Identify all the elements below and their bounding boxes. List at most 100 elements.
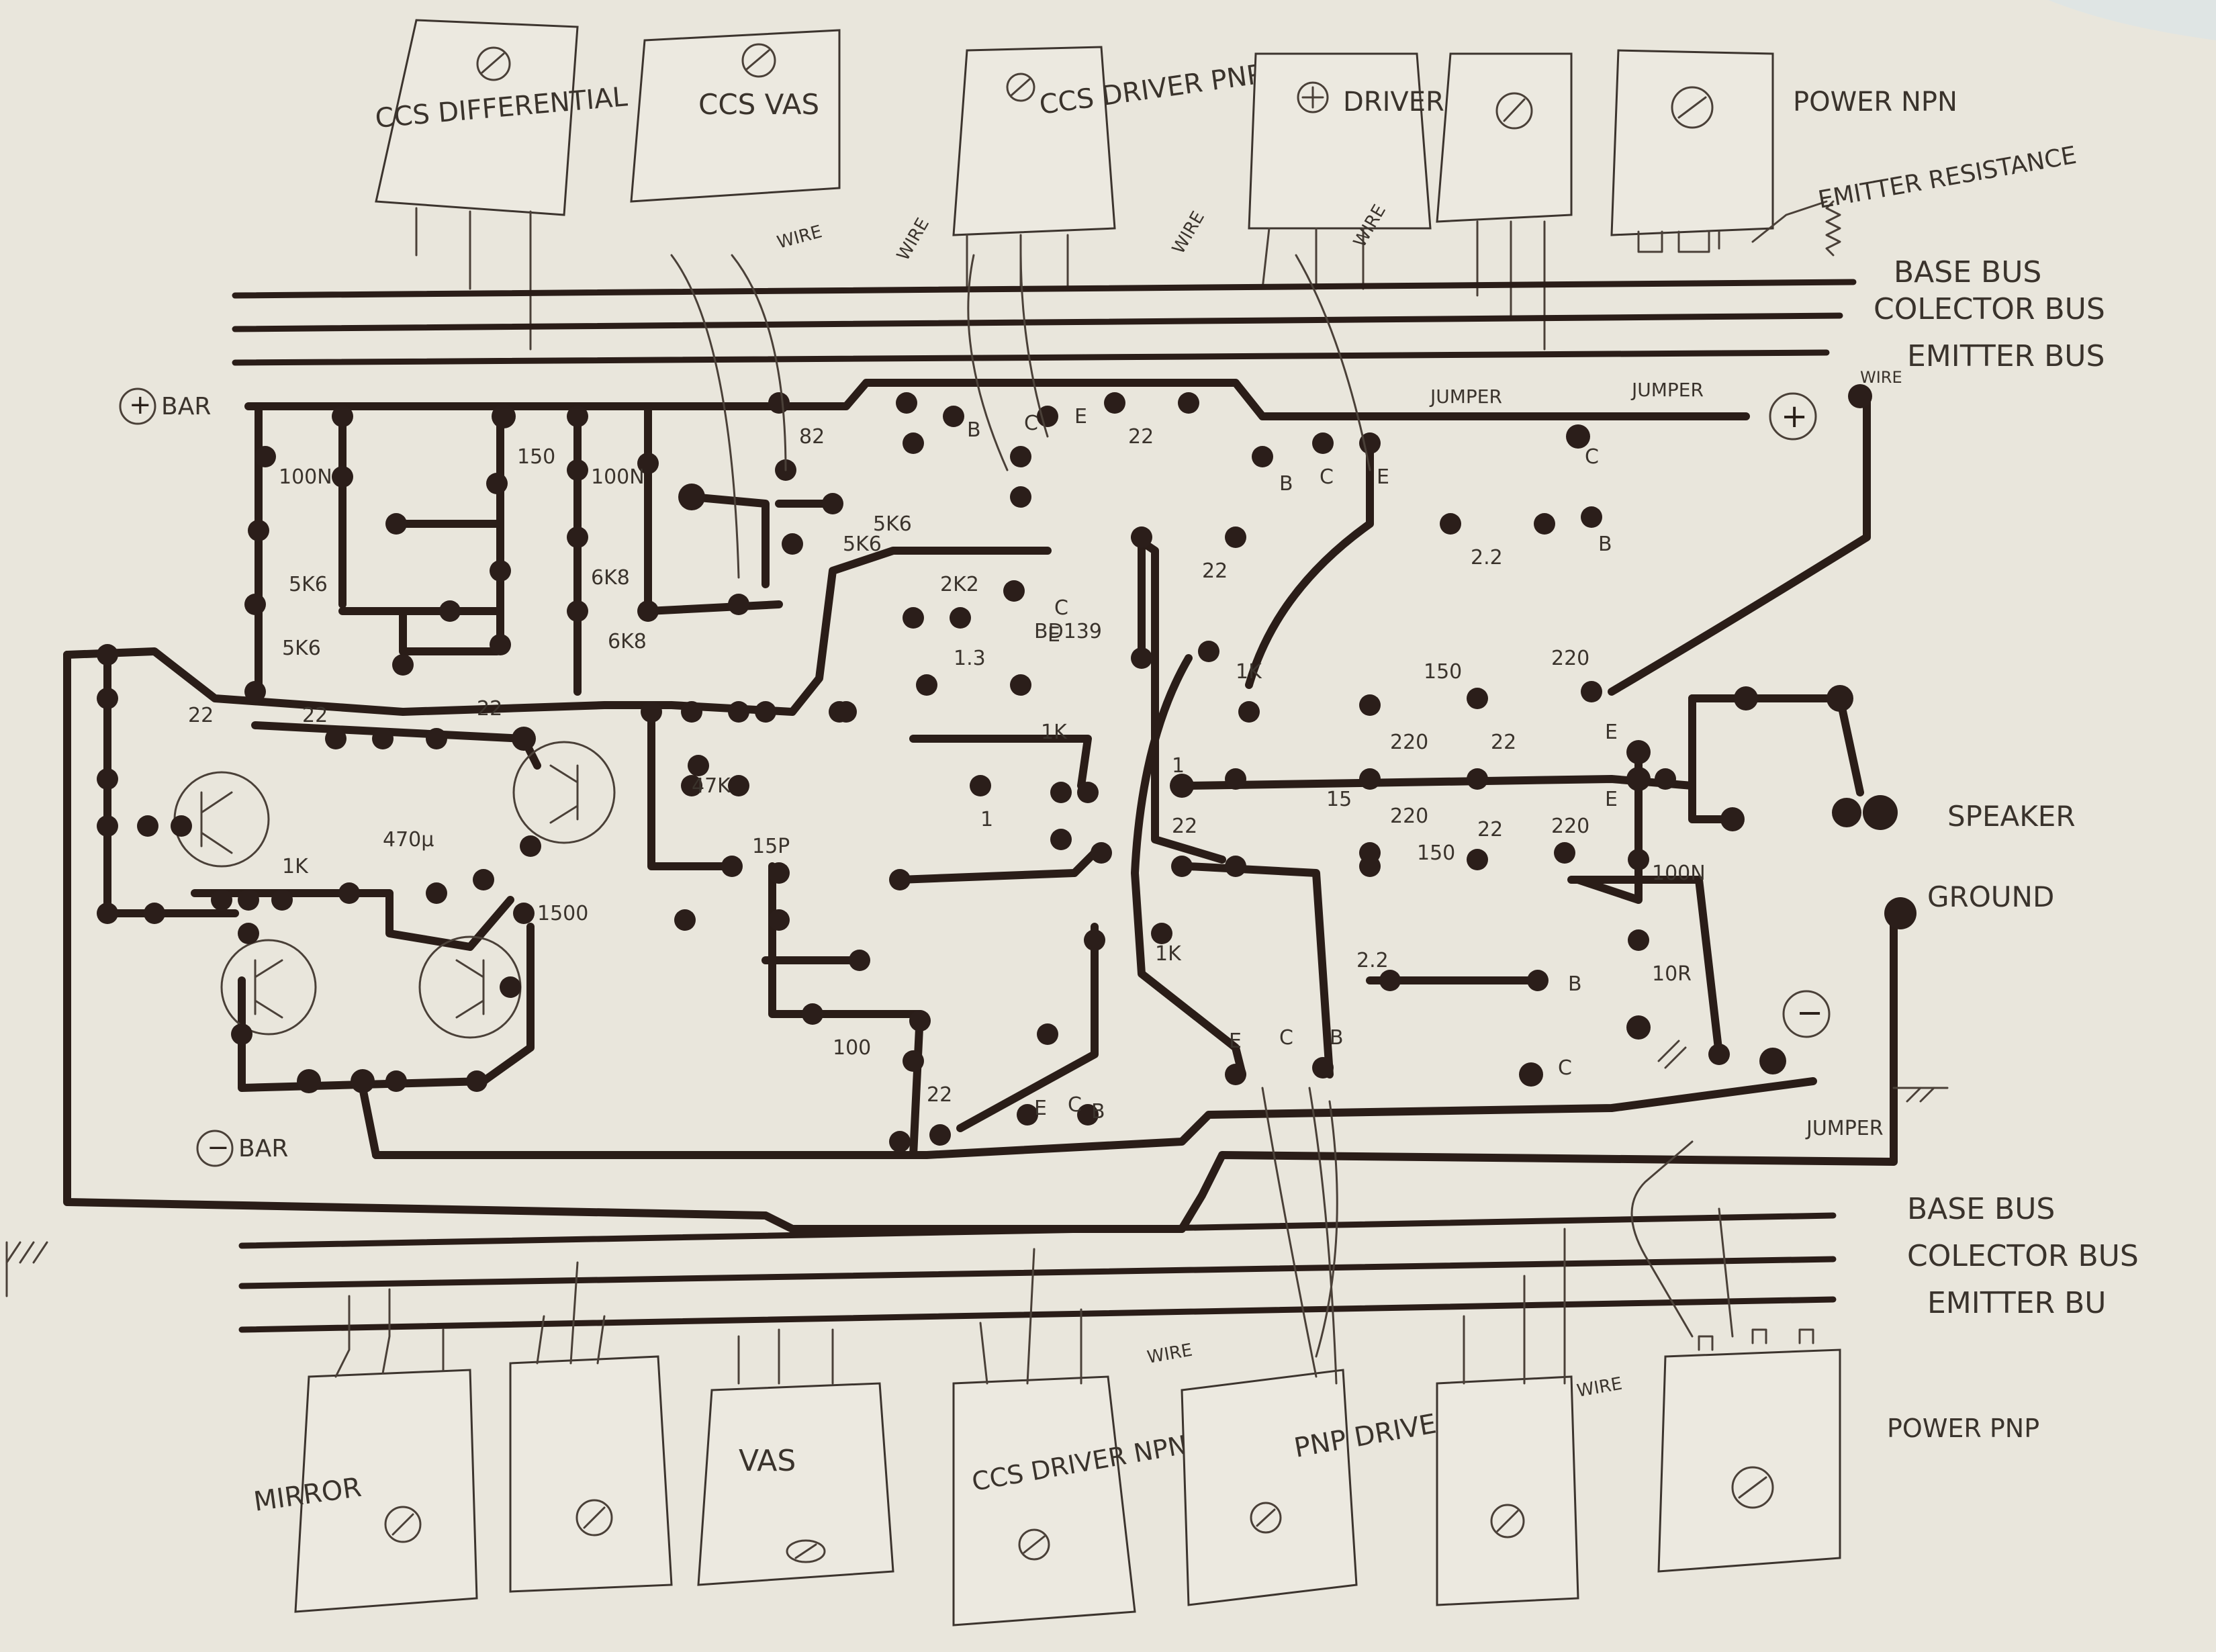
pin-c-4: C <box>1558 1056 1572 1080</box>
speaker-trace <box>1608 392 1871 696</box>
vas-trace <box>909 735 1092 790</box>
label-r-22-f: 22 <box>1491 731 1516 754</box>
pin-e-1: E <box>1074 405 1087 428</box>
bottom-devices: MIRROR VAS CCS DRIVER NPN PNP <box>252 1140 2039 1626</box>
plus-bar-sign: + <box>129 389 152 420</box>
jumper-label-bottom: JUMPER <box>1805 1117 1884 1140</box>
paper-corner <box>2048 0 2216 40</box>
label-q-bd139: BD139 <box>1034 620 1102 643</box>
ground-symbols <box>5 1040 1949 1297</box>
pin-e-bd139: E <box>1048 623 1060 647</box>
label-r-15: 15 <box>1326 788 1352 811</box>
label-r-1k-d: 1K <box>1155 942 1182 966</box>
label-c-15p: 15P <box>752 835 790 858</box>
top-devices: CCS DIFFERENTIAL CCS VAS CCS DRIVER PNP <box>374 19 1957 351</box>
label-r-220-b: 220 <box>1390 731 1428 754</box>
plus-bar-label: BAR <box>161 393 211 420</box>
pin-c-2: C <box>1320 465 1334 489</box>
pin-b-4: B <box>1568 972 1582 996</box>
label-r-2k2-b: 2.2 <box>1471 546 1503 569</box>
pin-e-2: E <box>1377 465 1389 489</box>
minus-terminal <box>1782 990 1831 1038</box>
device-vas: VAS <box>697 1328 894 1586</box>
mirror-trace <box>191 889 514 951</box>
pads <box>97 384 1917 1152</box>
plus-terminal <box>1769 392 1817 441</box>
minus-bar-symbol <box>196 1130 234 1167</box>
bottom-emitter-bus-line <box>238 1296 1837 1333</box>
label-r-1k3: 1.3 <box>954 647 986 670</box>
hook-up-wires <box>670 247 1371 1385</box>
minus-bar-sign: − <box>207 1132 230 1163</box>
device-mirror-2 <box>509 1261 673 1593</box>
feedback-trace <box>63 547 1052 716</box>
pin-c-bd139: C <box>1054 596 1068 620</box>
top-bus-lines: BASE BUS COLECTOR BUS EMITTER BUS <box>232 255 2105 373</box>
driver-loop-trace <box>1131 654 1246 1079</box>
pin-b-6: B <box>1091 1100 1105 1123</box>
label-r-220-a: 220 <box>1551 647 1589 670</box>
plus-bar-symbol <box>119 387 156 425</box>
minus-bar-link <box>359 1084 380 1159</box>
plus-rail-trace <box>244 379 1750 420</box>
label-r-5k6-b: 5K6 <box>282 637 321 660</box>
minus-bar-label: BAR <box>238 1135 288 1162</box>
label-r-22-i: 22 <box>188 704 214 727</box>
label-r-150: 150 <box>517 445 555 469</box>
ground-label: GROUND <box>1927 880 2054 913</box>
zobel-trace <box>1567 876 1723 1058</box>
label-r-22-d: 22 <box>1202 559 1228 583</box>
minus-rail-trace <box>372 1077 1817 1159</box>
label-r-100n-zobel: 100N <box>1652 862 1706 885</box>
bottom-collector-bus-line <box>238 1256 1837 1289</box>
ccs-driver-trace <box>761 849 1099 964</box>
pin-b-1: B <box>967 418 981 442</box>
label-r-6k8-a: 6K8 <box>591 566 630 590</box>
top-emitter-bus-label: EMITTER BUS <box>1907 339 2105 373</box>
bottom-base-bus-label: BASE BUS <box>1907 1192 2055 1226</box>
bottom-emitter-bus-label: EMITTER BU <box>1927 1286 2106 1320</box>
plus-terminal-sign: + <box>1781 398 1808 435</box>
pin-e-4: E <box>1229 1029 1242 1053</box>
jumper-label-2: JUMPER <box>1630 379 1704 401</box>
pin-c-5: C <box>1279 1026 1293 1050</box>
label-r-22-h: 22 <box>927 1083 952 1107</box>
device-pnp-output-1 <box>1436 1228 1579 1606</box>
pin-c-1: C <box>1024 412 1038 435</box>
device-ccs-vas: CCS VAS <box>630 29 841 203</box>
minus-terminal-sign: − <box>1796 994 1823 1031</box>
label-r-5k6-d: 5K6 <box>873 512 912 536</box>
label-r-5k6-a: 5K6 <box>289 573 328 596</box>
label-r-2k2-c: 2.2 <box>1356 949 1389 972</box>
top-base-bus-label: BASE BUS <box>1894 255 2041 289</box>
diff-transistor-symbol <box>512 741 616 844</box>
pin-b-3: B <box>1598 533 1612 556</box>
pin-e-6: E <box>1034 1097 1047 1120</box>
label-r-1k-a: 1K <box>282 855 309 878</box>
label-c-100n-b: 100N <box>591 465 645 489</box>
device-mirror: MIRROR <box>252 1288 478 1613</box>
device-power-pnp: POWER PNP <box>1630 1140 2039 1573</box>
label-r-1k-b: 1K <box>1041 721 1068 744</box>
top-emitter-bus-line <box>232 349 1830 366</box>
device-label-power-pnp: POWER PNP <box>1887 1414 2039 1443</box>
label-r-100: 100 <box>833 1036 871 1060</box>
top-collector-bus-line <box>232 312 1843 332</box>
mirror-transistor-a <box>220 939 317 1036</box>
vas-input-trace <box>647 708 736 870</box>
pin-b-5: B <box>1330 1026 1344 1050</box>
label-r-1500: 1500 <box>537 902 588 925</box>
label-c-470u: 470µ <box>383 828 434 852</box>
label-r-22-c: 22 <box>1128 425 1154 449</box>
top-base-bus-line <box>232 279 1857 299</box>
ccs-network <box>338 520 501 655</box>
label-r-5k6-c: 5K6 <box>843 533 882 556</box>
output-node-trace <box>1574 748 1643 904</box>
top-collector-bus-label: COLECTOR BUS <box>1874 292 2105 326</box>
label-r-220-d: 220 <box>1551 815 1589 838</box>
bottom-bus-lines: BASE BUS COLECTOR BUS EMITTER BU <box>238 1192 2139 1333</box>
label-r-1-a: 1 <box>980 808 993 831</box>
speaker-box-left <box>1688 694 1737 823</box>
pin-e-out-2: E <box>1605 788 1618 811</box>
